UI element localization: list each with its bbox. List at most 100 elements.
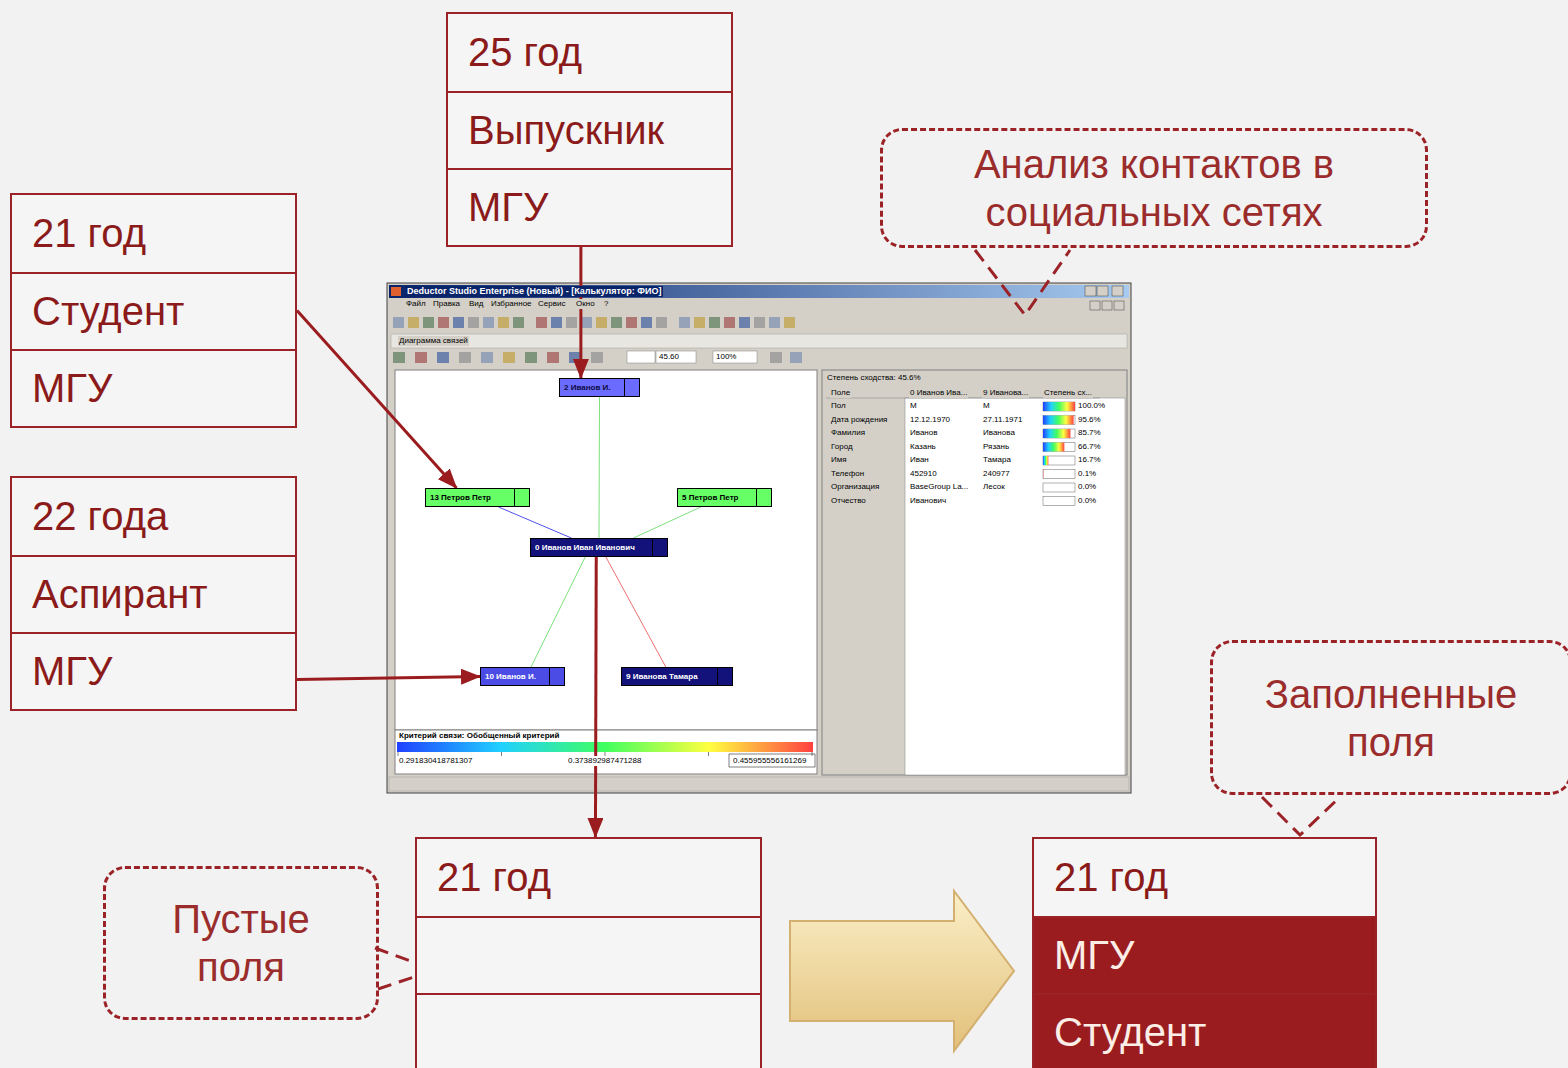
toolbar-icon bbox=[547, 352, 559, 363]
screen-text: Вид bbox=[468, 299, 484, 309]
table-box: 21 годМГУ Студент bbox=[1032, 837, 1377, 1068]
callout-tail bbox=[1262, 797, 1340, 835]
row-text: Аспирант bbox=[32, 572, 208, 617]
table-row: МГУ bbox=[448, 168, 731, 245]
screen-text: ? bbox=[603, 299, 609, 309]
table-area bbox=[905, 398, 1125, 775]
pointer-arrow bbox=[594, 557, 598, 837]
callout-bubble: Пустые поля bbox=[103, 866, 379, 1020]
row-text: 21 год bbox=[1054, 855, 1168, 900]
toolbar-icon bbox=[769, 317, 780, 328]
screen-text: Казань bbox=[909, 442, 937, 452]
screen-text: Правка bbox=[432, 299, 461, 309]
toolbar-icon bbox=[459, 352, 471, 363]
toolbar-icon bbox=[754, 317, 765, 328]
screen-text: 452910 bbox=[909, 469, 938, 479]
toolbar-icon bbox=[770, 352, 782, 363]
toolbar-icon bbox=[641, 317, 652, 328]
screen-text: 100% bbox=[715, 352, 737, 362]
similarity-fill bbox=[1043, 456, 1048, 465]
toolbar-icon bbox=[709, 317, 720, 328]
table-row: 21 год bbox=[417, 839, 760, 916]
screen-text: Отчество bbox=[830, 496, 867, 506]
table-row: 21 год bbox=[1034, 839, 1375, 916]
toolbar-icon bbox=[438, 317, 449, 328]
block-arrow bbox=[790, 891, 1014, 1051]
screen-text: 100.0% bbox=[1077, 401, 1106, 411]
screen-text: 0.291830418781307 bbox=[398, 756, 473, 766]
screen-text: Организация bbox=[830, 482, 880, 492]
toolbar-icon bbox=[596, 317, 607, 328]
screen-text: 12.12.1970 bbox=[909, 415, 951, 425]
toolbar-icon bbox=[679, 317, 690, 328]
table-row: МГУ bbox=[1034, 916, 1375, 993]
toolbar-icon bbox=[393, 317, 404, 328]
callout-bubble: Заполненные поля bbox=[1210, 640, 1568, 795]
scale-tick bbox=[708, 752, 709, 756]
table-row: 25 год bbox=[448, 14, 731, 91]
similarity-bar bbox=[1043, 483, 1075, 492]
node-label: 5 Петров Петр bbox=[682, 493, 739, 502]
status-bar bbox=[389, 777, 1129, 791]
graph-node: 5 Петров Петр bbox=[677, 488, 772, 507]
screen-text: М bbox=[982, 401, 991, 411]
toolbar-icon bbox=[481, 352, 493, 363]
toolbar-icons bbox=[393, 317, 1075, 756]
right-panel bbox=[822, 370, 1127, 775]
toolbar-icon bbox=[611, 317, 622, 328]
toolbar-icon bbox=[513, 317, 524, 328]
toolbar-icon bbox=[483, 317, 494, 328]
screen-text: Тамара bbox=[982, 455, 1012, 465]
screen-text: Город bbox=[830, 442, 854, 452]
screen-text: 0.1% bbox=[1077, 469, 1097, 479]
table-box: 25 годВыпускникМГУ bbox=[446, 12, 733, 247]
screen-text: 85.7% bbox=[1077, 428, 1102, 438]
screen-text: Иванова bbox=[982, 428, 1016, 438]
toolbar-icon bbox=[503, 352, 515, 363]
row-text: МГУ bbox=[468, 185, 548, 230]
screen-text: 0.373892987471288 bbox=[567, 756, 642, 766]
screen-text: Дата рождения bbox=[830, 415, 888, 425]
similarity-fill bbox=[1043, 470, 1044, 479]
graph-link bbox=[606, 557, 666, 667]
graph-node: 2 Иванов И. bbox=[559, 378, 640, 397]
similarity-fill bbox=[1043, 416, 1074, 425]
scale-tick bbox=[501, 752, 502, 756]
screen-text: Диаграмма связей bbox=[398, 336, 469, 346]
screen-text: Файл bbox=[405, 299, 427, 309]
screen-text: Иванов bbox=[909, 428, 938, 438]
screen-text: Степень сх... bbox=[1043, 388, 1093, 398]
screen-text: 16.7% bbox=[1077, 455, 1102, 465]
toolbar-icon bbox=[784, 317, 795, 328]
graph-link bbox=[499, 507, 572, 538]
window-button bbox=[1112, 286, 1123, 296]
window-button bbox=[1085, 286, 1096, 296]
pointer-arrow bbox=[297, 677, 480, 680]
toolbar-icon bbox=[739, 317, 750, 328]
similarity-bar bbox=[1043, 429, 1075, 438]
row-text: МГУ bbox=[1054, 933, 1134, 978]
scale-tick bbox=[812, 752, 813, 756]
window-button bbox=[1102, 301, 1112, 310]
table-row: 21 год bbox=[12, 195, 295, 272]
title-bar bbox=[389, 285, 1129, 298]
value-box bbox=[729, 754, 815, 767]
row-text: Студент bbox=[32, 289, 184, 334]
screen-text: Окно bbox=[575, 299, 596, 309]
table-row: Выпускник bbox=[448, 91, 731, 168]
row-text: МГУ bbox=[32, 366, 112, 411]
screen-text: 0.0% bbox=[1077, 496, 1097, 506]
row-text: Студент bbox=[1054, 1010, 1206, 1055]
screen-text: BaseGroup La... bbox=[909, 482, 969, 492]
screen-text: Имя bbox=[830, 455, 848, 465]
window-title: Deductor Studio Enterprise (Новый) - [Ка… bbox=[405, 286, 663, 297]
graph-link bbox=[634, 507, 701, 538]
node-label: 10 Иванов И. bbox=[485, 672, 536, 681]
similarity-fill bbox=[1043, 429, 1070, 438]
similarity-bar bbox=[1043, 497, 1075, 506]
screen-text: 9 Иванова... bbox=[982, 388, 1029, 398]
app-icon bbox=[391, 287, 401, 296]
toolbar-icon bbox=[393, 352, 405, 363]
similarity-bar bbox=[1043, 470, 1075, 479]
